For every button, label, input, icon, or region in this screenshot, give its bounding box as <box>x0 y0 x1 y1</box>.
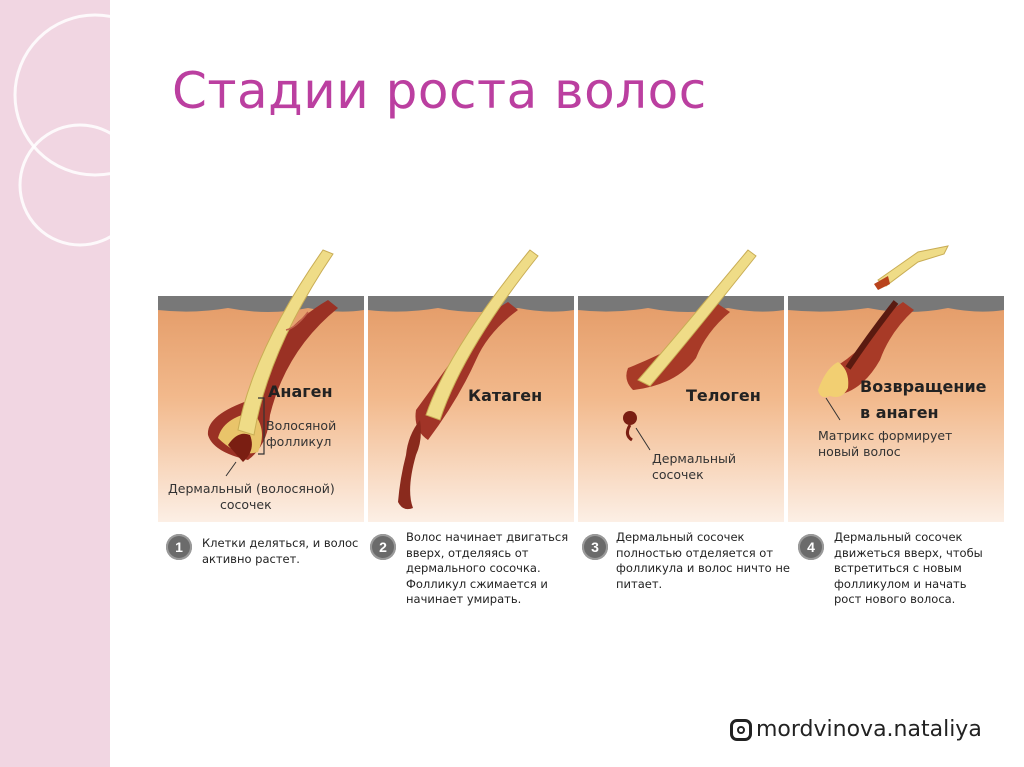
page-title: Стадии роста волос <box>172 62 707 120</box>
follicle-annotation-line-1: Волосяной <box>266 418 337 433</box>
papilla-annotation-3-line-1: Дермальный <box>652 451 737 466</box>
author-handle: mordvinova.nataliya <box>756 717 982 742</box>
stage-label-catagen: Катаген <box>468 386 543 405</box>
caption-4-line-5: рост нового волоса. <box>834 592 956 606</box>
papilla-pointer-3 <box>635 427 651 451</box>
caption-3-line-4: питает. <box>616 576 663 591</box>
author-watermark: mordvinova.nataliya <box>730 717 982 742</box>
caption-2-line-1: Волос начинает двигаться <box>406 530 569 544</box>
stage-caption-2: Волос начинает двигаться вверх, отделяяс… <box>406 530 568 608</box>
follicle-annotation-line-2: фолликул <box>266 434 332 449</box>
stage-label-return-line-1: Возвращение <box>860 377 987 396</box>
diagram-artwork <box>158 245 1004 522</box>
papilla-annotation-1-line-2: сосочек <box>220 497 272 512</box>
caption-4-line-1: Дермальный сосочек <box>834 530 963 544</box>
caption-3-line-1: Дермальный сосочек <box>616 530 745 544</box>
matrix-annotation-line-1: Матрикс формирует <box>818 428 953 443</box>
papilla-pointer-1 <box>225 461 237 477</box>
stage-caption-1: Клетки деляться, и волос активно растет. <box>202 536 358 567</box>
caption-4-line-2: движеться вверх, чтобы <box>834 545 983 560</box>
step-number-4: 4 <box>798 534 824 560</box>
papilla-annotation-1: Дермальный (волосяной) сосочек <box>168 481 335 513</box>
decorative-side-strip <box>0 0 110 767</box>
step-number-1: 1 <box>166 534 192 560</box>
caption-1-line-1: Клетки деляться, и волос <box>202 536 359 550</box>
step-number-3: 3 <box>582 534 608 560</box>
caption-2-line-5: начинает умирать. <box>406 592 522 606</box>
caption-2-line-4: Фолликул сжимается и <box>406 576 548 591</box>
follicle-bracket <box>258 397 265 455</box>
stage-label-return-anagen: Возвращение в анаген <box>860 374 987 426</box>
papilla-annotation-3-line-2: сосочек <box>652 467 704 482</box>
caption-4-line-3: встретиться с новым <box>834 561 962 575</box>
papilla-annotation-1-line-1: Дермальный (волосяной) <box>168 481 335 496</box>
matrix-annotation: Матрикс формирует новый волос <box>818 428 952 460</box>
stage-caption-3: Дермальный сосочек полностью отделяется … <box>616 530 790 592</box>
follicle-return-anagen <box>818 245 949 398</box>
hair-growth-diagram: Анаген Катаген Телоген Возвращение в ана… <box>158 240 1004 620</box>
follicle-anagen <box>207 249 338 462</box>
stage-label-telogen: Телоген <box>686 386 761 405</box>
follicle-telogen <box>623 249 757 442</box>
stage-label-anagen: Анаген <box>268 382 333 401</box>
caption-1-line-2: активно растет. <box>202 551 300 566</box>
caption-2-line-3: дермального сосочка. <box>406 561 541 575</box>
stage-label-return-line-2: в анаген <box>860 403 939 422</box>
step-number-2: 2 <box>370 534 396 560</box>
caption-4-line-4: фолликулом и начать <box>834 576 967 591</box>
stage-caption-4: Дермальный сосочек движеться вверх, чтоб… <box>834 530 983 608</box>
follicle-annotation: Волосяной фолликул <box>266 418 336 450</box>
decorative-circles <box>13 13 110 247</box>
matrix-annotation-line-2: новый волос <box>818 444 901 459</box>
matrix-pointer <box>825 397 841 421</box>
follicle-catagen <box>398 249 539 510</box>
caption-3-line-3: фолликула и волос ничто не <box>616 561 790 575</box>
instagram-icon <box>730 718 752 741</box>
papilla-annotation-3: Дермальный сосочек <box>652 451 736 483</box>
caption-2-line-2: вверх, отделяясь от <box>406 545 529 560</box>
caption-3-line-2: полностью отделяется от <box>616 545 774 560</box>
